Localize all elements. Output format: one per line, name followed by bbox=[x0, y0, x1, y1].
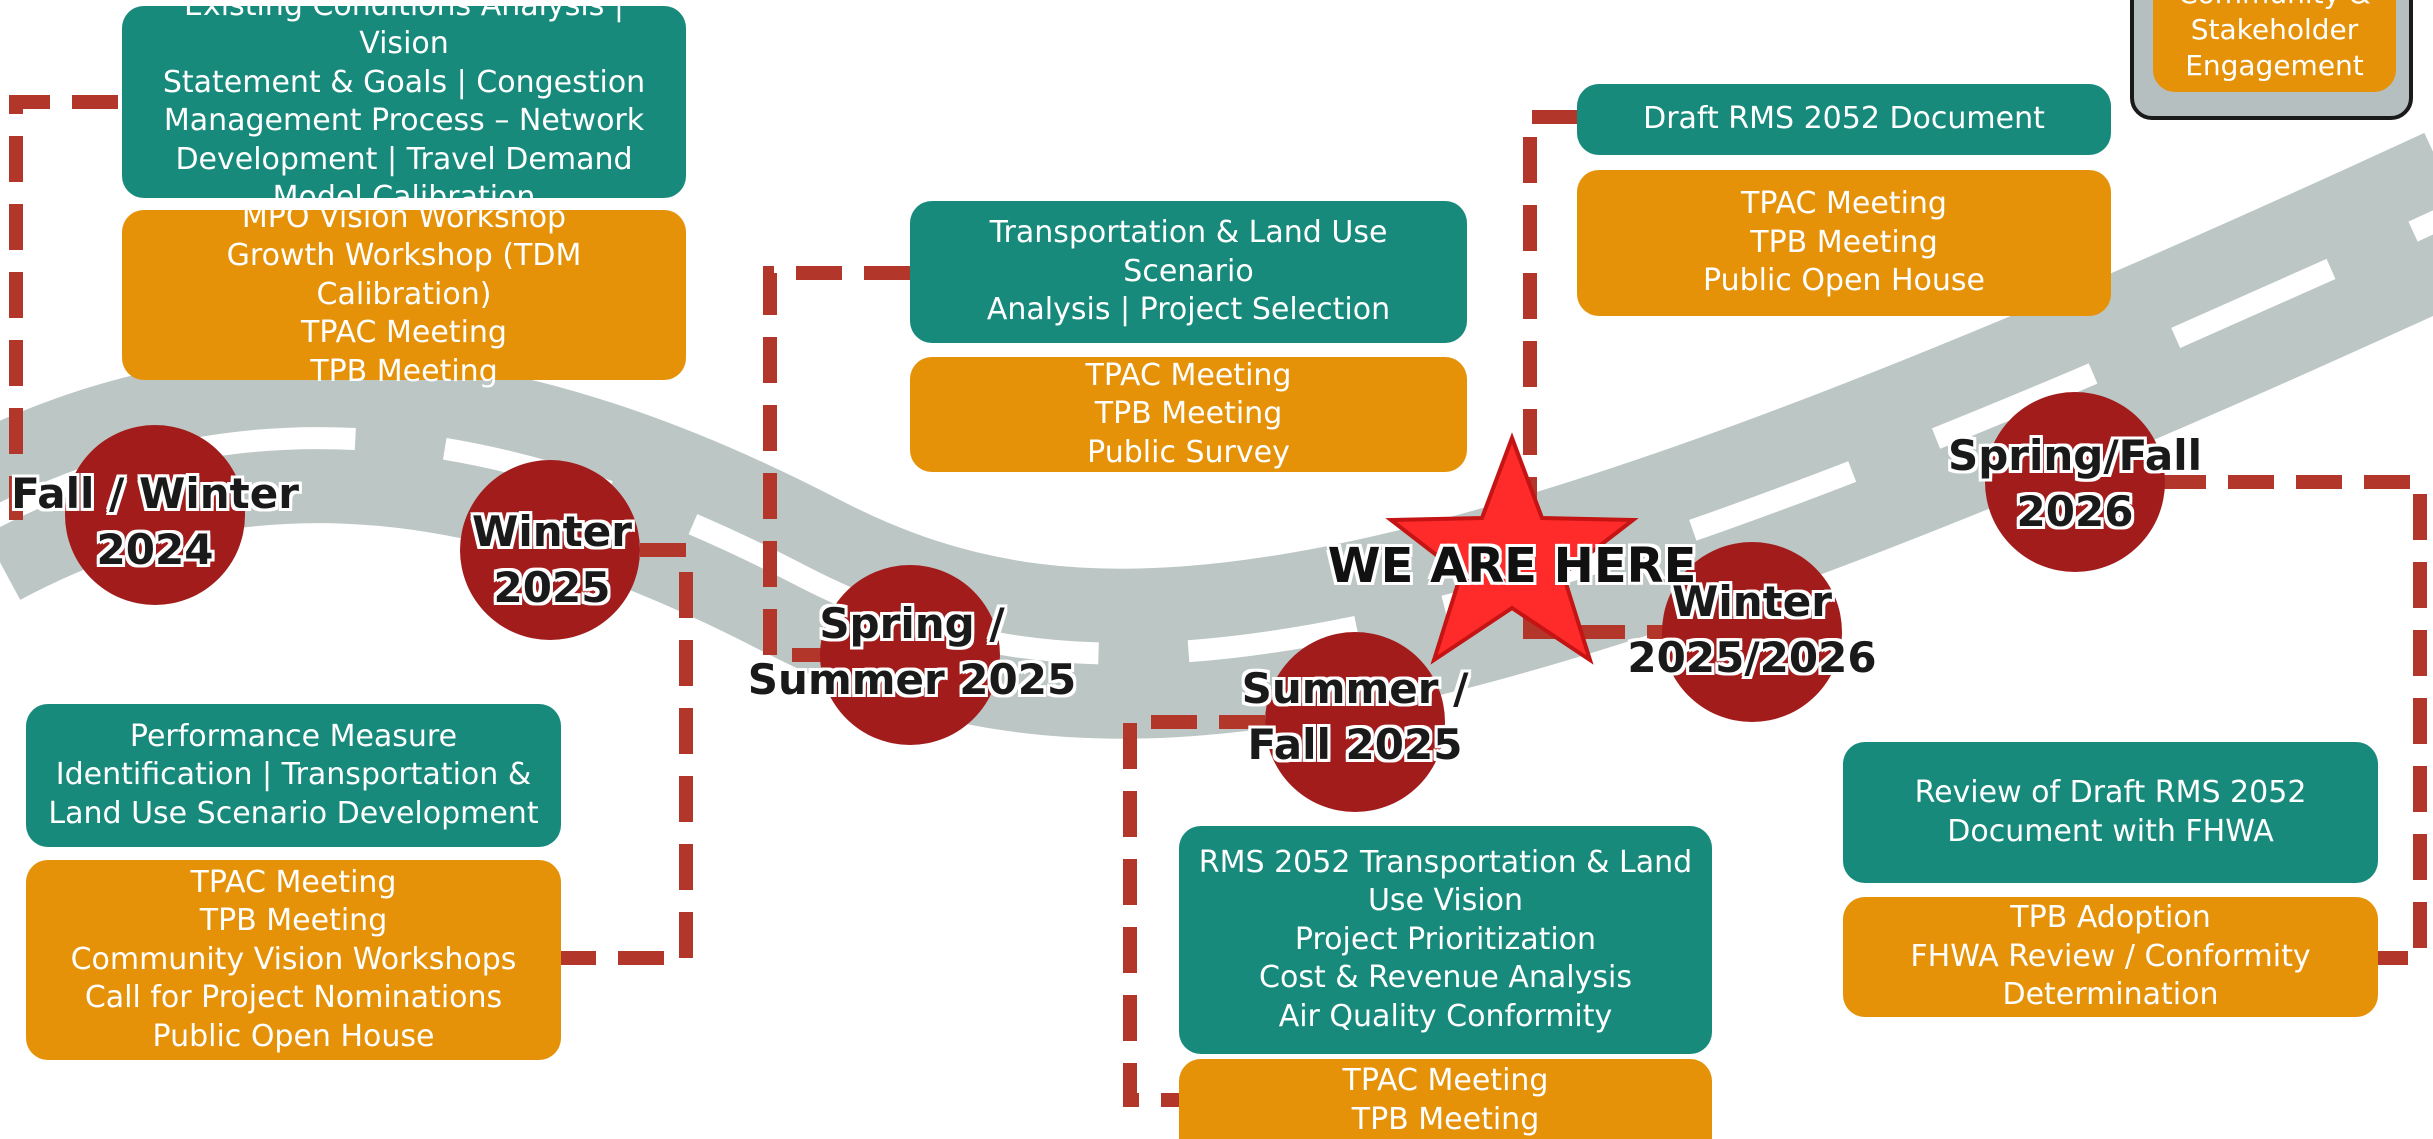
star-icon bbox=[1385, 432, 1639, 665]
milestone-spring-summer-2025 bbox=[820, 565, 1000, 745]
text-line: 2025/2026 bbox=[1627, 633, 1877, 682]
milestone-fall-winter-2024 bbox=[65, 425, 245, 605]
text-line: TPAC Meeting bbox=[301, 315, 507, 351]
text-line: TPB Meeting bbox=[1094, 396, 1283, 432]
text-line: MPO Vision Workshop bbox=[241, 199, 567, 235]
text-line: TPB Meeting bbox=[1750, 224, 1938, 260]
text-line: 2025 bbox=[493, 563, 611, 612]
text-line: 2026 bbox=[2016, 487, 2134, 536]
engagement-box-summer-fall-2025: TPAC Meeting TPB Meeting bbox=[1179, 1059, 1712, 1139]
text-line: Existing Conditions Analysis | Vision bbox=[184, 0, 624, 61]
text-line: Growth Workshop (TDM Calibration) bbox=[226, 238, 582, 312]
phase-label-summer-fall-2025: Summer / Fall 2025 bbox=[1242, 661, 1469, 773]
text-line: Land Use Scenario Development bbox=[48, 795, 539, 831]
text-line: RMS 2052 Transportation & Land bbox=[1198, 844, 1693, 880]
text-line: TPAC Meeting bbox=[190, 864, 397, 900]
connector-lines bbox=[9, 95, 2427, 1107]
connector-fall-winter-2024 bbox=[9, 95, 118, 520]
engagement-box-spring-fall-2026: TPB Adoption FHWA Review / Conformity De… bbox=[1843, 897, 2378, 1017]
text-line: 2024 bbox=[96, 525, 214, 574]
milestone-winter-2025-2026 bbox=[1662, 542, 1842, 722]
text-line: Analysis | Project Selection bbox=[986, 292, 1391, 328]
text-line: TPB Meeting bbox=[199, 903, 388, 939]
engagement-box-winter-2025-2026: TPAC Meeting TPB Meeting Public Open Hou… bbox=[1577, 170, 2111, 316]
text-line: Management Process – Network bbox=[163, 103, 645, 138]
engagement-box-winter-2025: TPAC Meeting TPB Meeting Community Visio… bbox=[26, 860, 561, 1060]
phase-label-spring-fall-2026: Spring/Fall 2026 bbox=[1948, 428, 2202, 540]
engagement-box-spring-summer-2025: TPAC Meeting TPB Meeting Public Survey bbox=[910, 357, 1467, 472]
text-line: Public Open House bbox=[1703, 263, 1985, 299]
text-line: Review of Draft RMS 2052 bbox=[1914, 775, 2307, 810]
connector-spring-fall-2026 bbox=[2160, 475, 2427, 965]
text-line: TPB Meeting bbox=[310, 353, 498, 389]
text-line: Call for Project Nominations bbox=[84, 980, 503, 1016]
text-line: FHWA Review / Conformity bbox=[1910, 938, 2311, 974]
text-line: Public Open House bbox=[152, 1018, 435, 1054]
text-line: Summer / bbox=[1241, 664, 1469, 713]
text-line: Spring / bbox=[819, 599, 1005, 648]
text-line: TPAC Meeting bbox=[1342, 1063, 1549, 1098]
milestone-winter-2025 bbox=[460, 460, 640, 640]
text-line: Spring/Fall bbox=[1947, 431, 2203, 480]
text-line: Summer 2025 bbox=[747, 655, 1077, 704]
text-line: Cost & Revenue Analysis bbox=[1259, 960, 1632, 996]
text-line: Community Vision Workshops bbox=[70, 941, 517, 977]
text-line: Winter bbox=[1672, 577, 1832, 626]
text-line: Development | Travel Demand bbox=[175, 141, 633, 177]
connector-winter-2025-2026 bbox=[1523, 110, 1665, 639]
task-box-summer-fall-2025: RMS 2052 Transportation & Land Use Visio… bbox=[1179, 826, 1712, 1054]
task-box-spring-summer-2025: Transportation & Land Use Scenario Analy… bbox=[910, 201, 1467, 343]
milestones bbox=[65, 392, 2165, 812]
text-line: Fall / Winter bbox=[11, 469, 299, 518]
milestone-summer-fall-2025 bbox=[1265, 632, 1445, 812]
text-line: TPB Adoption bbox=[2010, 900, 2211, 936]
text-line: Public Survey bbox=[1087, 434, 1290, 470]
text-line: Performance Measure bbox=[129, 718, 458, 754]
text-line: Project Prioritization bbox=[1294, 921, 1597, 957]
we-are-here-label: WE ARE HERE bbox=[1327, 538, 1697, 594]
text-line: Winter bbox=[472, 507, 632, 556]
legend-engagement-swatch: Community & Stakeholder Engagement bbox=[2153, 0, 2396, 92]
text-line: Fall 2025 bbox=[1247, 720, 1463, 769]
phase-label-spring-summer-2025: Spring / Summer 2025 bbox=[748, 596, 1076, 708]
task-box-spring-fall-2026: Review of Draft RMS 2052 Document with F… bbox=[1843, 742, 2378, 883]
phase-label-fall-winter-2024: Fall / Winter 2024 bbox=[11, 466, 299, 578]
phase-label-winter-2025: Winter 2025 bbox=[472, 504, 632, 616]
road-center-dashes bbox=[0, 210, 2433, 665]
text-line: Draft RMS 2052 Document bbox=[1643, 101, 2045, 137]
text-line: TPAC Meeting bbox=[1085, 357, 1292, 393]
text-line: Identification | Transportation & bbox=[55, 757, 532, 793]
text-line: Statement & Goals | Congestion bbox=[162, 64, 646, 100]
text-line: Document with FHWA bbox=[1947, 813, 2274, 849]
task-box-fall-winter-2024: Existing Conditions Analysis | Vision St… bbox=[122, 0, 686, 215]
legend-line: Stakeholder bbox=[2190, 13, 2359, 46]
phase-label-winter-2025-2026: Winter 2025/2026 bbox=[1627, 574, 1876, 686]
connector-winter-2025 bbox=[560, 543, 693, 965]
milestone-spring-fall-2026 bbox=[1985, 392, 2165, 572]
text-line: TPB Meeting bbox=[1351, 1101, 1540, 1137]
text-line: TPAC Meeting bbox=[1741, 186, 1947, 222]
task-box-winter-2025-2026: Draft RMS 2052 Document bbox=[1577, 84, 2111, 155]
legend-line: Community & bbox=[2178, 0, 2371, 12]
connector-spring-summer-2025 bbox=[763, 266, 910, 662]
text-line: Use Vision bbox=[1367, 883, 1524, 919]
text-line: Determination bbox=[2002, 977, 2219, 1013]
engagement-box-fall-winter-2024: MPO Vision Workshop Growth Workshop (TDM… bbox=[122, 200, 686, 389]
text-line: Air Quality Conformity bbox=[1278, 998, 1613, 1034]
task-box-winter-2025: Performance Measure Identification | Tra… bbox=[26, 704, 561, 847]
text-line: Transportation & Land Use Scenario bbox=[989, 215, 1388, 289]
text-line: Model Calibration bbox=[272, 180, 536, 215]
legend-line: Engagement bbox=[2185, 49, 2364, 82]
